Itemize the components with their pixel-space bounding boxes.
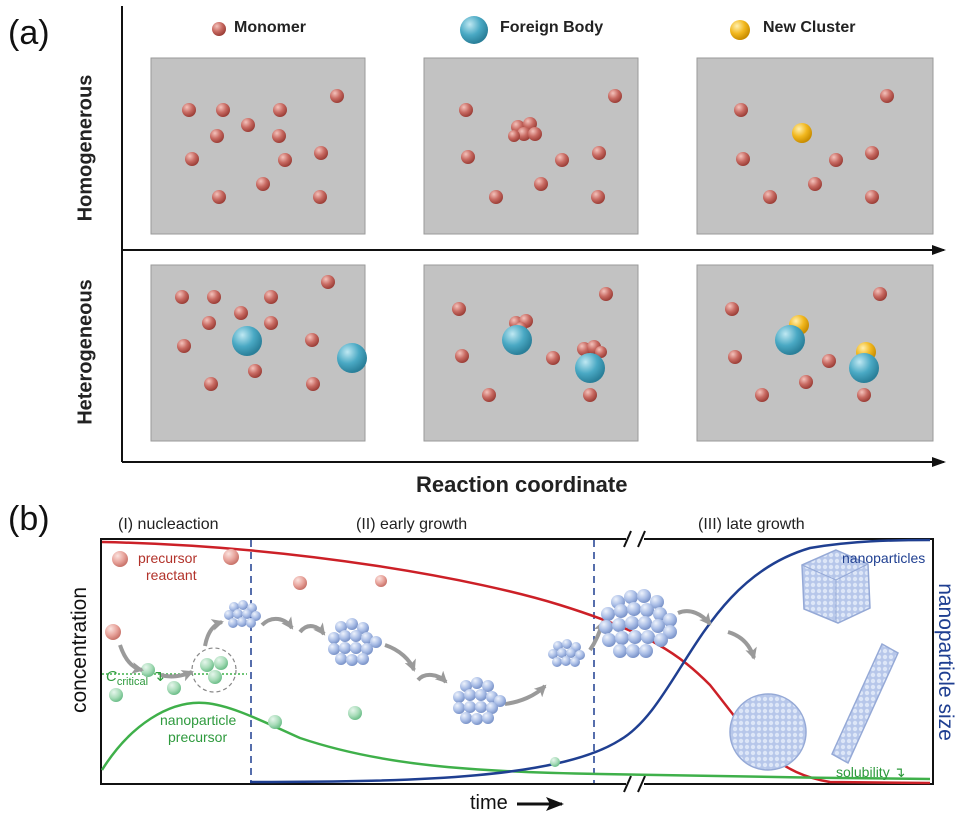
x-axis-label-time: time: [470, 792, 508, 814]
homo-panel-2: [423, 57, 639, 235]
c-critical-subscript: critical: [116, 676, 149, 688]
legend-new-cluster-icon: [730, 20, 750, 40]
panel-b-frame: [100, 538, 934, 785]
panel-b-label: (b): [8, 500, 50, 538]
foreign-body: [232, 326, 262, 356]
stage-label-late-growth: (III) late growth: [698, 516, 805, 533]
homo-panel-1: [150, 57, 366, 235]
foreign-body: [775, 325, 805, 355]
row-label-heterogeneous: Heterogeneous: [74, 279, 97, 425]
nanoparticle-precursor-label-1: nanoparticle: [160, 712, 237, 728]
foreign-body: [502, 325, 532, 355]
blue-size-curve: [249, 538, 931, 784]
panel-a-x-axis-label: Reaction coordinate: [416, 472, 628, 497]
homo-panel-3: [696, 57, 934, 235]
legend-monomer-label: Monomer: [234, 19, 306, 36]
new-cluster-homo: [792, 123, 812, 143]
y-axis-label-concentration: concentration: [68, 586, 91, 714]
foreign-body: [575, 353, 605, 383]
row-label-homogeneous: Homogenerous: [74, 74, 97, 222]
legend-new-cluster-label: New Cluster: [763, 19, 856, 36]
panel-a-label: (a): [8, 14, 50, 52]
final-sphere-particle: [729, 693, 807, 771]
c-critical-label: Ccritical ↴: [106, 668, 165, 688]
cluster-large: [599, 589, 677, 658]
legend-foreign-body-label: Foreign Body: [500, 19, 604, 36]
stage-label-early-growth: (II) early growth: [356, 516, 468, 533]
panel-b-diagram: [100, 530, 934, 811]
panel-a-diagram: [121, 6, 946, 467]
stage-label-nucleation: (I) nucleaction: [118, 516, 219, 533]
cluster-small-2: [548, 639, 585, 667]
cluster-medium-2: [453, 677, 506, 725]
solubility-text: solubility: [836, 764, 890, 780]
nucleus-dashed-circle: [191, 647, 237, 693]
final-rod-particle: [831, 642, 899, 765]
foreign-body: [849, 353, 879, 383]
legend-foreign-body-icon: [460, 16, 488, 44]
y-axis-label-nanoparticle-size: nanoparticle size: [934, 583, 957, 741]
green-precursor-curve: [100, 701, 931, 781]
cluster-small-1: [224, 600, 261, 628]
c-critical-symbol: C: [106, 668, 117, 685]
legend-monomer-icon: [212, 22, 226, 36]
precursor-reactant-label-1: precursor: [138, 550, 198, 566]
cluster-medium-1: [328, 618, 382, 666]
foreign-body: [337, 343, 367, 373]
solubility-label: solubility ↴: [836, 764, 906, 780]
precursor-reactant-label-2: reactant: [146, 567, 197, 583]
nanoparticles-label: nanoparticles: [842, 550, 926, 566]
nanoparticle-precursor-label-2: precursor: [168, 729, 228, 745]
